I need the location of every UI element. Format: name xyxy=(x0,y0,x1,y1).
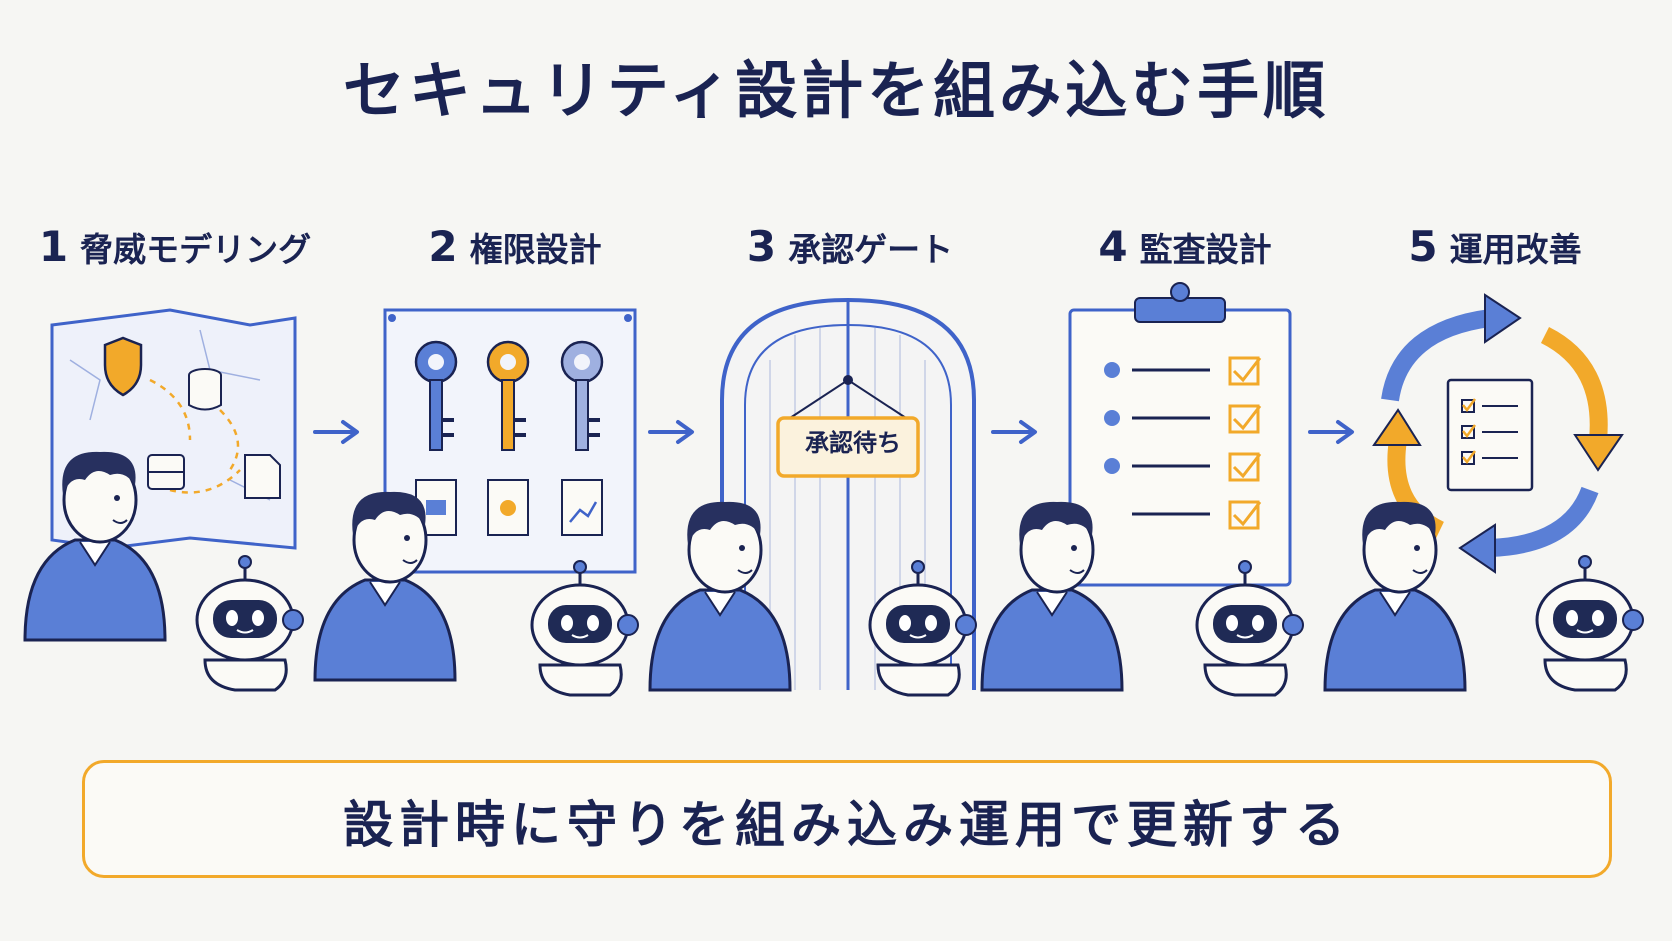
flow-arrow xyxy=(1308,420,1354,444)
footer-message: 設計時に守りを組み込み運用で更新する xyxy=(343,796,1351,854)
page-title: セキュリティ設計を組み込む手順 xyxy=(342,54,1330,127)
flow-arrow xyxy=(313,420,359,444)
clipboard-checklist-icon xyxy=(1068,282,1292,587)
footer-banner xyxy=(82,760,1612,878)
person-avatar xyxy=(1323,500,1467,692)
cycle-arrows-icon xyxy=(1372,293,1624,574)
flow-arrow xyxy=(991,420,1037,444)
robot-avatar xyxy=(195,554,305,692)
robot-avatar xyxy=(1535,554,1645,692)
flow-arrow xyxy=(648,420,694,444)
approval-pending-sign: 承認待ち xyxy=(805,429,901,457)
robot-avatar xyxy=(530,559,640,697)
keys-board-icon xyxy=(383,308,637,574)
